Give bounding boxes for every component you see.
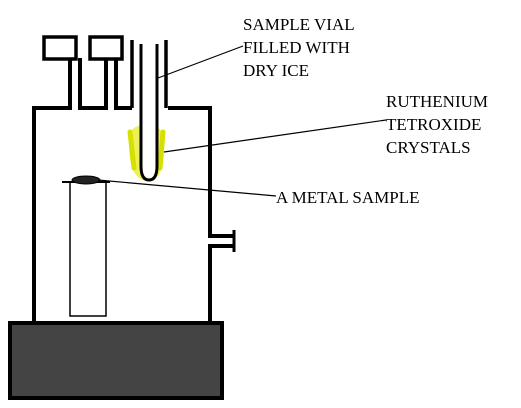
leader-ruthenium (163, 119, 387, 153)
label-sample-vial-line2: FILLED WITH (243, 38, 350, 57)
sample-vial (139, 58, 159, 182)
crystals-mark-right (157, 129, 166, 171)
neck-cap-left (42, 35, 78, 61)
label-ruthenium-line2: TETROXIDE (386, 115, 481, 134)
chamber-outline (32, 58, 234, 326)
crystals-mark-left (127, 129, 137, 171)
base-block (8, 321, 224, 400)
label-ruthenium: RUTHENIUM TETROXIDE CRYSTALS (386, 92, 492, 157)
sample-stand (69, 181, 107, 317)
leader-sample-vial (157, 45, 244, 79)
label-metal-sample: A METAL SAMPLE (276, 188, 419, 207)
label-sample-vial: SAMPLE VIAL FILLED WITH DRY ICE (243, 15, 358, 80)
label-sample-vial-line3: DRY ICE (243, 61, 309, 80)
metal-sample (71, 175, 101, 185)
label-ruthenium-line1: RUTHENIUM (386, 92, 488, 111)
neck-cap-right (88, 35, 124, 61)
label-sample-vial-line1: SAMPLE VIAL (243, 15, 354, 34)
leader-metal-sample (97, 179, 277, 197)
label-ruthenium-line3: CRYSTALS (386, 138, 471, 157)
